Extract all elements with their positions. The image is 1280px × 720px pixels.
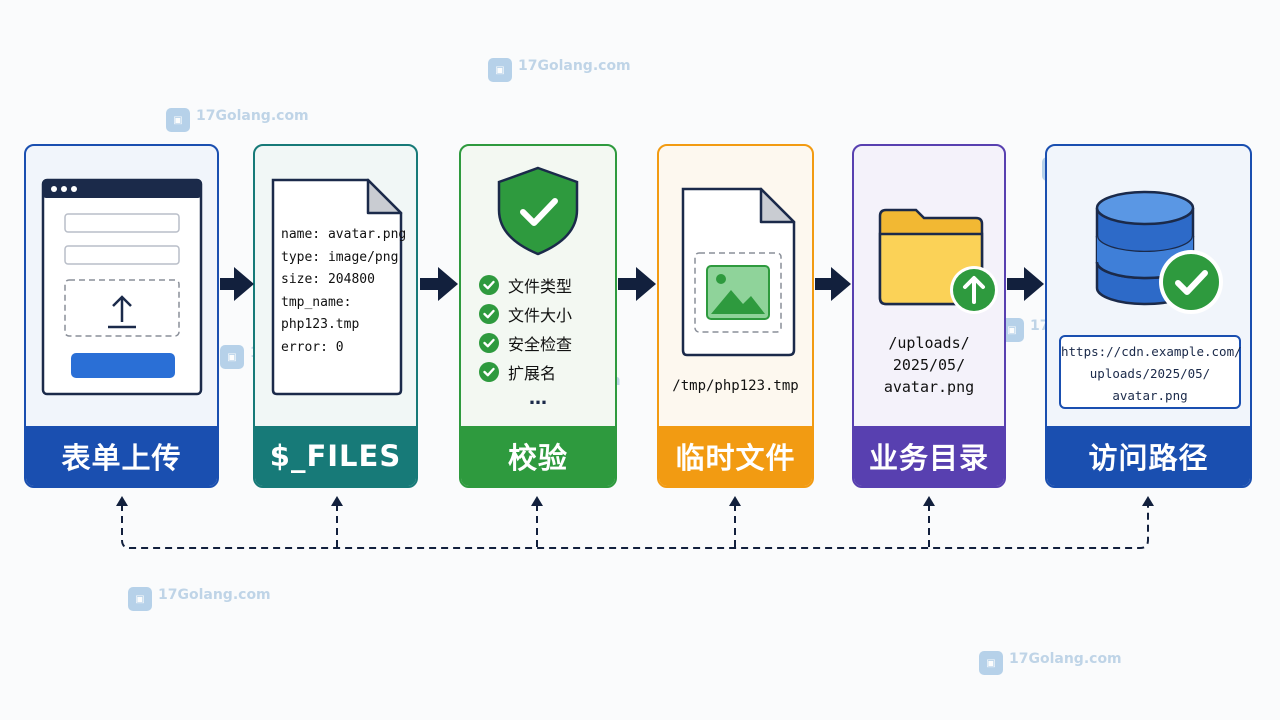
watermark-logo-icon: ▣: [220, 345, 244, 369]
step-form-upload: 表单上传: [24, 144, 219, 488]
dashed-connector: [116, 496, 1154, 549]
watermark-logo-icon: ▣: [488, 58, 512, 82]
shield-check-icon: [497, 166, 579, 256]
watermark-logo-icon: ▣: [979, 651, 1003, 675]
watermark-logo-icon: ▣: [166, 108, 190, 132]
watermark: ▣ 17Golang.com: [166, 108, 309, 132]
check-item: 文件类型: [479, 270, 572, 299]
watermark: ▣ 17Golang.com: [128, 587, 271, 611]
step-business-dir: /uploads/ 2025/05/ avatar.png 业务目录: [852, 144, 1006, 488]
document-icon: [271, 178, 403, 396]
url-box: https://cdn.example.com/ uploads/2025/05…: [1059, 335, 1242, 409]
check-circle-icon: [479, 361, 499, 382]
browser-form-icon: [41, 178, 203, 396]
flow-arrow-icon: [420, 267, 458, 301]
step-label: 校验: [461, 426, 615, 486]
check-circle-icon: [479, 303, 499, 324]
watermark: ▣ 17Golang.com: [979, 651, 1122, 675]
more-checks-ellipsis: …: [529, 388, 547, 409]
folder-upload-icon: [878, 208, 998, 314]
step-files-array: name: avatar.png type: image/png size: 2…: [253, 144, 418, 488]
files-line: php123.tmp: [281, 317, 360, 332]
check-item: 扩展名: [479, 357, 572, 386]
step-label: 业务目录: [854, 426, 1004, 486]
flow-arrow-icon: [618, 267, 656, 301]
watermark: ▣ 17Golang.com: [488, 58, 631, 82]
step-label: 临时文件: [659, 426, 812, 486]
files-line: name: avatar.png: [281, 227, 407, 242]
step-label: 访问路径: [1047, 426, 1250, 486]
step-access-url: https://cdn.example.com/ uploads/2025/05…: [1045, 144, 1252, 488]
files-line: tmp_name:: [281, 294, 352, 310]
check-item: 文件大小: [479, 299, 572, 328]
flow-arrow-icon: [220, 267, 254, 301]
step-temp-file: /tmp/php123.tmp 临时文件: [657, 144, 814, 488]
check-list: 文件类型 文件大小 安全检查 扩展名: [479, 270, 572, 386]
step-label: 表单上传: [26, 426, 217, 486]
flow-arrow-icon: [815, 267, 851, 301]
check-circle-icon: [479, 332, 499, 353]
check-item: 安全检查: [479, 328, 572, 357]
step-label: $_FILES: [255, 426, 416, 486]
watermark-logo-icon: ▣: [128, 587, 152, 611]
files-line: type: image/png: [281, 249, 399, 265]
image-file-icon: [681, 187, 796, 357]
step-validate: 文件类型 文件大小 安全检查 扩展名 … 校验: [459, 144, 617, 488]
temp-path: /tmp/php123.tmp: [672, 378, 799, 394]
flow-arrow-icon: [1007, 267, 1044, 301]
files-line: size: 204800: [281, 272, 375, 287]
check-circle-icon: [479, 274, 499, 295]
business-path: /uploads/ 2025/05/ avatar.png: [883, 334, 975, 396]
files-line: error: 0: [281, 339, 344, 355]
files-info: name: avatar.png type: image/png size: 2…: [281, 224, 406, 359]
database-check-icon: [1095, 190, 1223, 314]
